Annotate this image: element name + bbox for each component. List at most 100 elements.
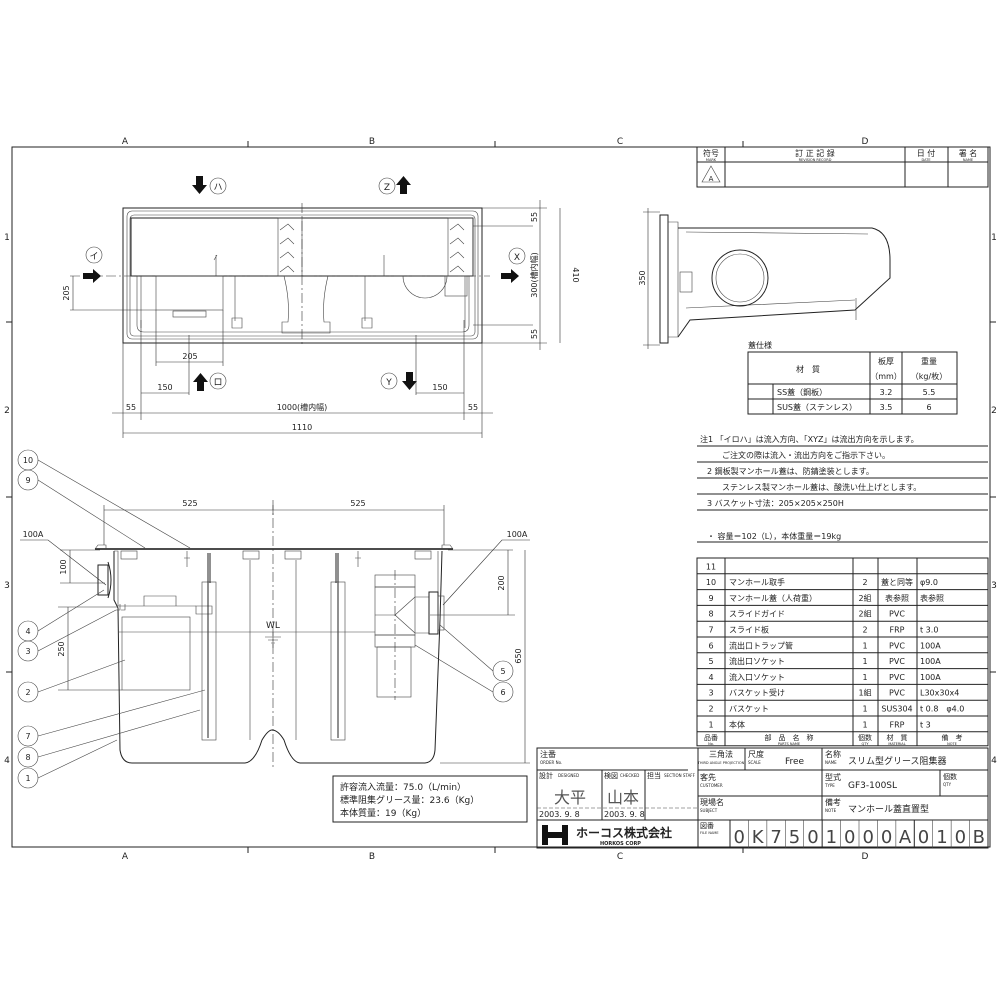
order-label: 注番 [540,749,556,759]
part-name: スライドガイド [729,609,785,619]
dim-100: 100 [59,559,68,574]
company-name-en: HORKOS CORP [600,841,641,847]
scale-value: Free [785,757,805,767]
note-1: 注1 「イロハ」は流入方向、「XYZ」は流出方向を示します。 [700,434,919,444]
column-label-d: D [862,852,869,862]
plan-view: ハ Z イ X ロ Y 205 [62,176,580,438]
grease-capacity: 標準阻集グリース量：23.6（Kg） [340,794,479,806]
outflow-label-y: Y [385,378,392,388]
basket-section [121,616,191,691]
file-char: 0 [881,827,892,848]
type-label-en: TYPE [824,783,835,788]
leader-line [37,689,206,737]
leader-line [37,589,105,632]
name-label-en: NAME [825,760,837,765]
cover-spec-header-thickness-unit: （mm） [870,372,902,381]
section-label: 担当 [647,771,661,780]
callout-number: 8 [25,753,30,762]
part-name: マンホール取手 [729,577,785,587]
column-label-a: A [122,137,129,147]
arrow-down-icon [402,372,417,390]
callout-5: 5 [439,624,514,682]
revision-header-name: 署 名 [959,148,978,158]
parts-table-row: 11 [706,562,716,571]
parts-header-material: 材 質 [887,733,908,742]
row-label-3: 3 [991,581,997,591]
customer-label-en: CUSTOMER [700,783,723,788]
drawing-name: スリム型グリース阻集器 [848,755,947,767]
leader-line [37,709,201,758]
callout-circle [492,660,514,682]
arrow-down-icon [192,176,207,194]
part-number: 11 [706,562,716,571]
column-label-d: D [862,137,869,147]
company-name: ホーコス株式会社 [576,825,672,840]
parts-header-material-en: MATERIAL [888,742,905,746]
leader-line [439,624,494,672]
outflow-marker-z: Z [378,176,411,195]
part-note: 100A [920,641,941,650]
order-label-en: ORDER No. [540,760,562,765]
inflow-label-ro: ロ [213,378,222,388]
file-char: 7 [770,827,781,848]
arrow-up-icon [396,176,411,194]
file-char: 0 [733,827,744,848]
column-label-b: B [369,852,375,862]
part-name: 流出口ソケット [729,656,785,666]
flow-info-box: 許容流入流量：75.0（L/min） 標準阻集グリース量：23.6（Kg） 本体… [332,775,528,823]
row-label-3: 3 [4,581,10,591]
cover-spec-thickness: 3.2 [880,388,893,397]
cover-spec-material: SS蓋（鋼板） [777,387,827,397]
checked-label-en: CHECKED [620,773,639,778]
scale-label: 尺度 [748,749,764,759]
part-name: バスケット受け [729,688,785,698]
revision-header-mark-en: MARK [706,158,717,162]
projection-label-en: THIRD ANGLE PROJECTION [697,761,745,765]
inflow-label-ha: ハ [213,183,222,193]
part-name: 流入口ソケット [729,672,785,682]
cover-spec-title: 蓋仕様 [748,340,772,350]
part-number: 9 [708,594,713,603]
name-label: 名称 [825,749,841,759]
projection-label: 三角法 [709,749,733,759]
revision-header-mark: 符号 [703,148,719,158]
part-material: 表参照 [885,593,909,603]
parts-header-qty: 個数 [858,733,872,742]
subject-label-en: SUBJECT [700,808,718,813]
file-char: 0 [807,827,818,848]
callout-circle [17,681,39,703]
dim-250: 250 [57,641,66,656]
file-char: 5 [789,827,800,848]
dim-bottom-55: 55 [530,329,539,339]
designed-label-en: DESIGNED [558,773,579,778]
arrow-up-icon [193,373,208,391]
cover-spec-weight: 5.5 [923,388,936,397]
body-mass: 本体質量：19（Kg） [340,807,426,819]
part-material: PVC [889,689,905,698]
callout-3: 3 [17,609,117,662]
leader-line [37,659,126,693]
type-value: GF3-100SL [848,781,897,791]
part-material: PVC [889,610,905,619]
revision-header-date: 日 付 [917,148,936,158]
company-logo [542,825,568,845]
part-number: 5 [708,657,713,666]
note-label-en: NOTE [825,808,837,813]
file-char: 0 [844,827,855,848]
parts-header-name: 部 品 名 称 [765,733,814,742]
part-number: 10 [706,578,716,587]
revision-triangle-icon [701,165,721,183]
part-material: 蓋と同等 [881,577,913,587]
callout-4: 4 [17,589,105,642]
callout-circle [17,725,39,747]
part-name: 本体 [729,719,745,729]
leader-line [414,644,494,693]
revision-table: 符号 MARK 訂 正 記 録 REVISION RECORD 日 付 DATE… [696,146,989,188]
revision-header-date-en: DATE [921,158,930,162]
revision-mark: A [709,175,714,183]
